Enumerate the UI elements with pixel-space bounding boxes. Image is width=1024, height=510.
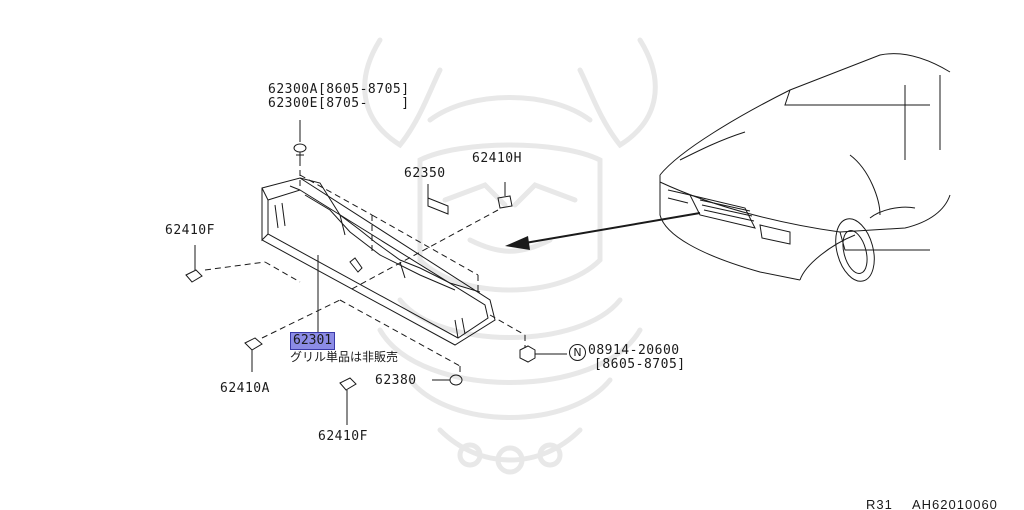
label-08914-20600[interactable]: 08914-20600	[588, 343, 680, 358]
footer-model: R31	[866, 497, 893, 510]
label-62301-highlighted[interactable]: 62301	[290, 332, 336, 350]
grille-assembly	[261, 177, 496, 346]
label-62410f-bottom[interactable]: 62410F	[318, 429, 368, 444]
car-outline	[659, 53, 951, 282]
dashed-leaders	[204, 160, 526, 374]
label-62300a: 62300A[8605-8705]	[268, 82, 410, 97]
footer-diagram-code: AH62010060	[912, 497, 998, 510]
label-62410f-left[interactable]: 62410F	[165, 223, 215, 238]
clip-62410f-left	[185, 245, 203, 283]
screw-62300	[293, 143, 307, 160]
label-62410a[interactable]: 62410A	[220, 381, 270, 396]
grille-not-sold-note: グリル単品は非販売	[290, 350, 399, 364]
pointer-arrow	[505, 212, 701, 250]
label-62410h[interactable]: 62410H	[472, 151, 522, 166]
clip-62410a	[244, 337, 263, 372]
fastener-62380	[432, 374, 463, 386]
label-62350[interactable]: 62350	[404, 166, 446, 181]
clip-62410f-bottom	[339, 377, 357, 425]
label-nut-date-range: [8605-8705]	[594, 357, 686, 372]
nut-n-symbol: N	[569, 344, 586, 361]
clip-62410h	[497, 182, 513, 209]
samurai-watermark	[362, 37, 658, 475]
label-62380[interactable]: 62380	[375, 373, 417, 388]
emblem-62350	[427, 184, 449, 215]
label-62300e: 62300E[8705- ]	[268, 96, 410, 111]
nut-08914	[519, 345, 567, 363]
